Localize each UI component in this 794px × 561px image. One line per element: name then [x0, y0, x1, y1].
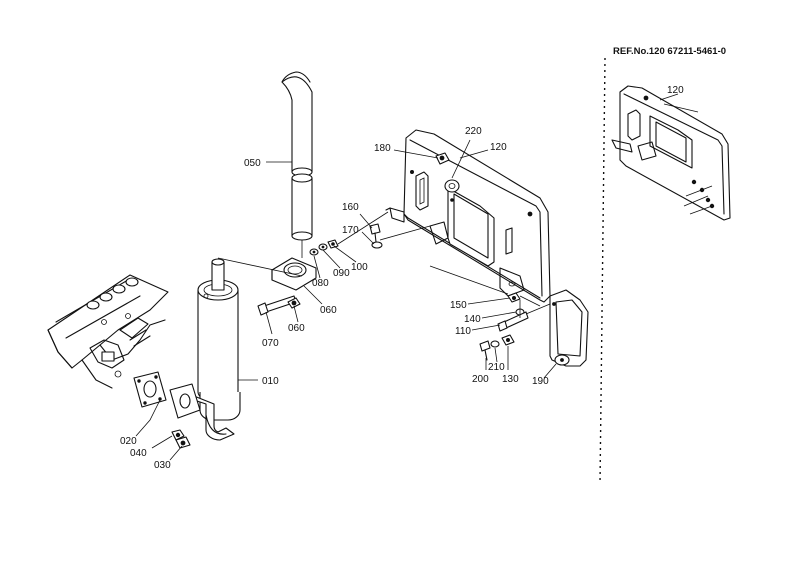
nut-030	[175, 436, 191, 449]
bolt-110	[497, 311, 529, 332]
nut-150	[507, 292, 521, 303]
label-180: 180	[374, 143, 391, 154]
label-080: 080	[312, 278, 329, 289]
label-190: 190	[532, 376, 549, 387]
bolt-200	[479, 340, 491, 361]
label-120-inset: 120	[667, 85, 684, 96]
label-130: 130	[502, 374, 519, 385]
washer-080	[309, 248, 319, 256]
label-060-upper: 060	[320, 305, 337, 316]
label-100: 100	[351, 262, 368, 273]
label-030: 030	[154, 460, 171, 471]
nut-180	[435, 152, 450, 165]
engine-block	[47, 274, 169, 389]
nut-100	[327, 239, 339, 249]
cover-panel-120	[385, 129, 551, 303]
label-020: 020	[120, 436, 137, 447]
section-divider	[599, 57, 606, 485]
washer-170	[371, 241, 383, 249]
label-170: 170	[342, 225, 359, 236]
label-150: 150	[450, 300, 467, 311]
nut-130	[501, 334, 515, 346]
nut-060-lower	[287, 297, 301, 309]
muffler-010	[169, 258, 241, 441]
label-120: 120	[490, 142, 507, 153]
reference-number: REF.No.120 67211-5461-0	[613, 46, 726, 57]
label-050: 050	[244, 158, 261, 169]
label-010: 010	[262, 376, 279, 387]
nut-040	[171, 429, 185, 441]
label-220: 220	[465, 126, 482, 137]
label-090: 090	[333, 268, 350, 279]
label-070: 070	[262, 338, 279, 349]
tail-pipe-050	[281, 71, 313, 241]
grommet-220	[444, 179, 460, 193]
label-200: 200	[472, 374, 489, 385]
label-110: 110	[455, 326, 471, 337]
label-140: 140	[464, 314, 481, 325]
bolt-160	[369, 223, 381, 243]
gasket-020	[133, 371, 167, 408]
washer-210	[490, 340, 500, 348]
part-labels: REF.No.120 67211-5461-0 050 010 020 040 …	[120, 46, 726, 471]
leader-lines	[135, 139, 557, 461]
label-160: 160	[342, 202, 359, 213]
inset-cover-panel-120	[611, 85, 731, 221]
washer-090	[318, 243, 328, 251]
bracket-190	[549, 289, 589, 367]
label-210: 210	[488, 362, 505, 373]
label-040: 040	[130, 448, 147, 459]
label-060-lower: 060	[288, 323, 305, 334]
